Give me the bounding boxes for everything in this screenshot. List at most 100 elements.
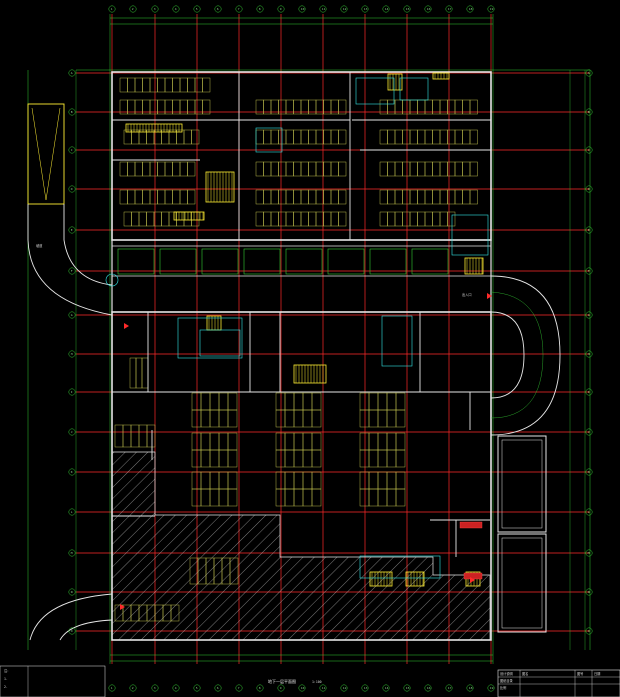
parking-stall xyxy=(377,488,388,507)
parking-stall xyxy=(386,432,397,451)
axis-bubble-bottom xyxy=(277,684,285,692)
parking-stall xyxy=(302,409,313,428)
axis-bubble-label: N xyxy=(588,590,590,594)
parking-stall xyxy=(379,161,388,177)
axis-bubble-left xyxy=(68,627,76,635)
axis-bubble-label: M xyxy=(588,551,590,555)
ramp-arrow xyxy=(31,107,61,201)
parking-stall xyxy=(191,432,202,451)
parking-stall xyxy=(200,471,211,490)
parking-stall xyxy=(179,77,188,93)
axis-bubble-left xyxy=(68,468,76,476)
parking-stall xyxy=(417,161,426,177)
axis-bubble-label: 7 xyxy=(238,7,240,11)
parking-stall xyxy=(454,129,463,145)
axis-bubble-label: 6 xyxy=(217,7,219,11)
axis-bubble-top xyxy=(235,5,243,13)
parking-stall xyxy=(172,161,181,177)
parking-stall xyxy=(191,488,202,507)
parking-stall xyxy=(168,211,177,227)
parking-stall xyxy=(439,129,448,145)
equipment-room xyxy=(399,77,429,101)
axis-bubble-label: 9 xyxy=(280,686,282,690)
parking-stall xyxy=(183,129,192,145)
axis-bubble-label: 13 xyxy=(364,7,368,11)
storage-room xyxy=(285,248,323,275)
axis-bubble-right xyxy=(585,549,593,557)
fire-equipment xyxy=(463,572,483,580)
parking-stall xyxy=(134,77,143,93)
parking-stall xyxy=(439,189,448,205)
axis-bubble-right xyxy=(585,267,593,275)
axis-bubble-label: G xyxy=(71,313,73,317)
parking-stall xyxy=(119,189,128,205)
axis-bubble-left xyxy=(68,311,76,319)
parking-stall xyxy=(227,432,238,451)
axis-bubble-right xyxy=(585,311,593,319)
parking-stall xyxy=(275,488,286,507)
parking-stall xyxy=(300,189,309,205)
parking-stall xyxy=(387,161,396,177)
parking-stall xyxy=(293,471,304,490)
axis-bubble-top xyxy=(319,5,327,13)
parking-stall xyxy=(284,409,295,428)
axis-bubble-label: I xyxy=(588,390,590,394)
parking-stall xyxy=(285,211,294,227)
parking-stall xyxy=(315,211,324,227)
storage-room xyxy=(117,248,155,275)
parking-stall xyxy=(275,471,286,490)
parking-stall xyxy=(311,392,322,411)
parking-stall xyxy=(330,211,339,227)
ramp-curve-inner xyxy=(63,204,113,286)
axis-bubble-left xyxy=(68,508,76,516)
parking-stall xyxy=(284,471,295,490)
parking-stall xyxy=(255,129,264,145)
axis-bubble-top xyxy=(172,5,180,13)
axis-bubble-label: 15 xyxy=(406,686,410,690)
ramp-curve-outer xyxy=(490,275,561,436)
parking-stall xyxy=(275,432,286,451)
parking-stall xyxy=(275,449,286,468)
axis-bubble-label: 5 xyxy=(196,686,198,690)
axis-bubble-right xyxy=(585,627,593,635)
axis-bubble-label: 14 xyxy=(385,7,389,11)
ramp-label: 坡道 xyxy=(36,243,43,248)
parking-stalls xyxy=(114,77,478,622)
direction-arrow xyxy=(470,577,475,583)
parking-stall xyxy=(386,409,397,428)
parking-stall xyxy=(469,99,478,115)
storage-room xyxy=(201,248,239,275)
parking-stall xyxy=(323,161,332,177)
parking-stall xyxy=(191,129,200,145)
lower-block-wall xyxy=(111,311,492,641)
parking-stall xyxy=(417,189,426,205)
parking-stall xyxy=(191,392,202,411)
parking-stall xyxy=(278,161,287,177)
parking-stall xyxy=(447,211,456,227)
axis-bubble-label: 18 xyxy=(469,7,473,11)
axis-bubble-label: 8 xyxy=(259,7,261,11)
parking-stall xyxy=(284,392,295,411)
direction-arrow xyxy=(120,604,125,610)
parking-stall xyxy=(227,449,238,468)
parking-stall xyxy=(164,189,173,205)
parking-stall xyxy=(172,189,181,205)
axis-bubble-label: O xyxy=(71,629,73,633)
parking-stall xyxy=(270,129,279,145)
parking-stall xyxy=(263,189,272,205)
parking-stall xyxy=(447,189,456,205)
parking-stall xyxy=(379,211,388,227)
parking-stall xyxy=(227,409,238,428)
parking-stall xyxy=(179,189,188,205)
parking-stall xyxy=(402,211,411,227)
axis-bubble-label: 8 xyxy=(259,686,261,690)
parking-stall xyxy=(218,432,229,451)
parking-stall xyxy=(377,449,388,468)
title-block-row-1: 设计说明 xyxy=(500,671,513,676)
parking-stall xyxy=(131,211,140,227)
axis-bubble-right xyxy=(585,69,593,77)
parking-stall xyxy=(311,449,322,468)
parking-stall xyxy=(164,77,173,93)
parking-stall xyxy=(368,488,379,507)
parking-stall xyxy=(308,129,317,145)
